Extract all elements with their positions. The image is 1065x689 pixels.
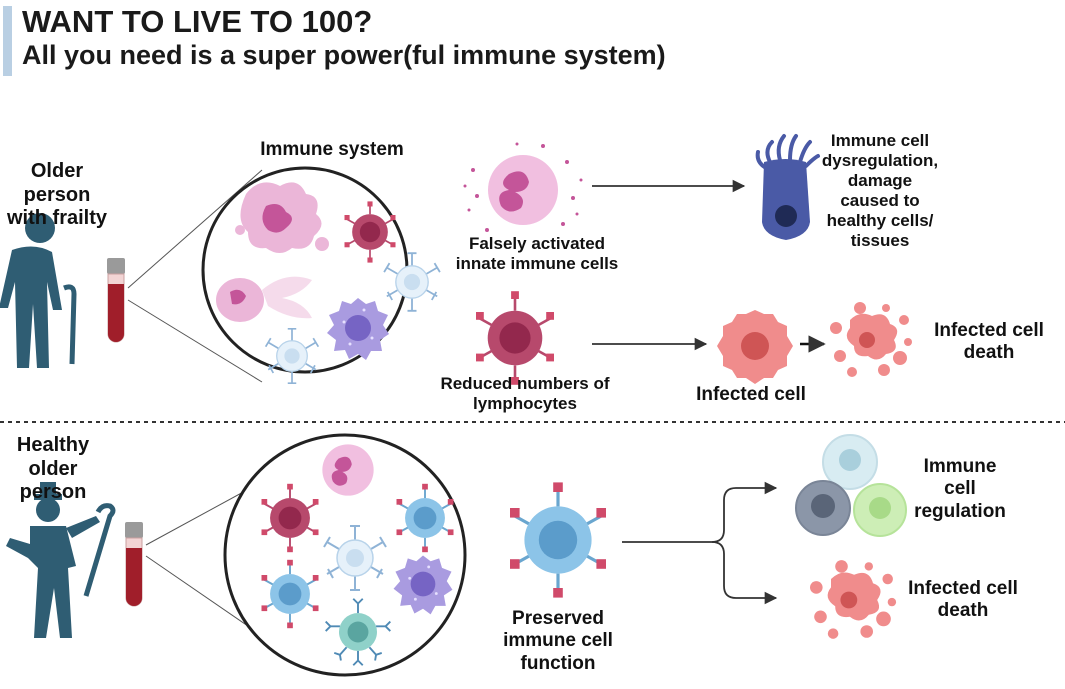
activated-neutrophil-icon xyxy=(463,142,583,232)
immune-system-label: Immune system xyxy=(260,139,404,160)
branch-arrow xyxy=(622,481,778,605)
infected-cell-label: Infected cell xyxy=(696,384,806,405)
large-blue-lymphocyte-icon xyxy=(508,480,608,600)
burst-neutrophil-icon xyxy=(216,276,312,322)
regulated-cells-icon xyxy=(795,434,907,537)
page-title: WANT TO LIVE TO 100? xyxy=(22,4,373,39)
header-accent-bar xyxy=(3,6,12,76)
frail-person-icon xyxy=(0,213,77,368)
neutrophil-icon xyxy=(322,444,374,496)
infected-cell-icon xyxy=(717,310,793,384)
infected-cell-death-icon xyxy=(830,302,912,377)
healthy-person-icon xyxy=(6,482,116,638)
dysregulated-cell-icon xyxy=(755,134,820,240)
neutrophil-cluster-icon xyxy=(235,182,329,253)
blood-tube-icon xyxy=(106,257,126,343)
blood-tube-icon xyxy=(124,521,144,607)
page-subtitle: All you need is a super power(ful immune… xyxy=(22,40,666,70)
infected-cell-death-icon xyxy=(810,560,897,639)
large-red-lymphocyte-icon xyxy=(474,289,556,387)
